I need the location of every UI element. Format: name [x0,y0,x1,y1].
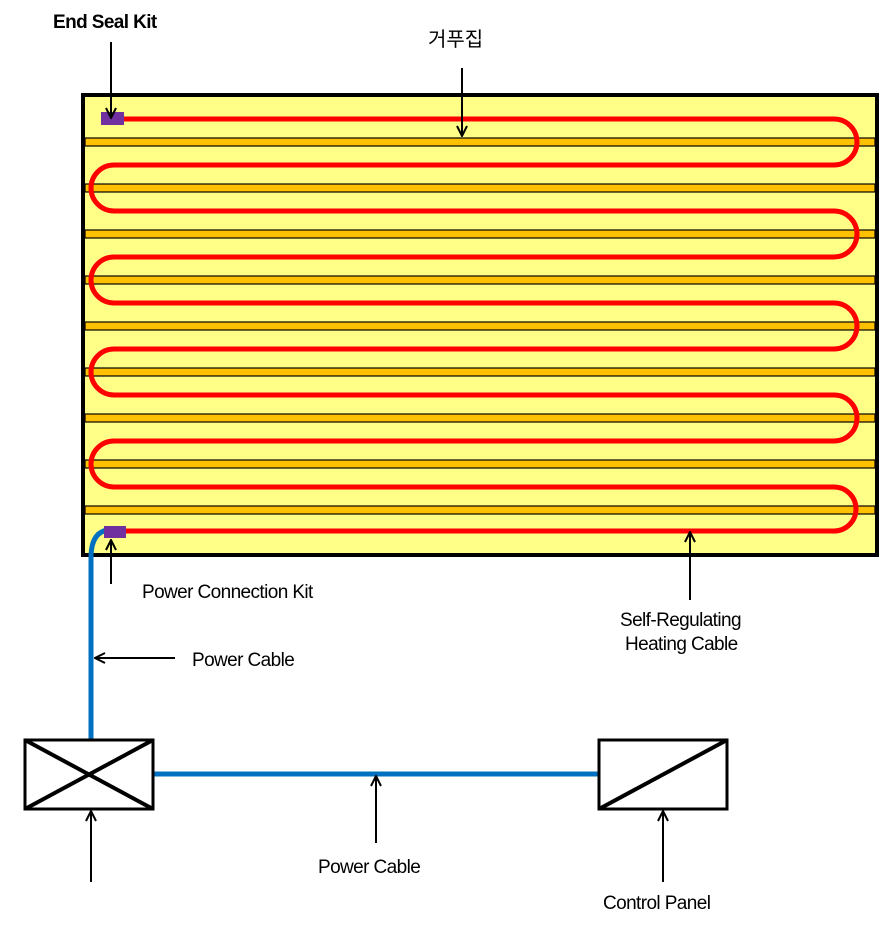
end-seal-kit [101,112,124,125]
heating-cable-label-line2: Heating Cable [625,634,738,655]
power-cable-vertical-label: Power Cable [192,650,294,671]
rebar-strip [84,505,876,515]
rebar-strip [84,413,876,423]
junction-box [23,738,155,811]
power-cable-horizontal-label: Power Cable [318,857,420,878]
rebar-strip [84,459,876,469]
end-seal-kit-label: End Seal Kit [53,12,158,33]
rebar-strip [84,183,876,193]
box-with-x-icon-stroke [24,738,154,811]
control-panel-label: Control Panel [603,893,710,914]
box-with-diagonal-icon [598,738,728,811]
power-connection-kit [104,526,126,538]
power-cable-vertical [88,527,109,740]
rebar-strip [84,229,876,239]
power-connection-kit-label: Power Connection Kit [142,582,314,603]
rebar-strip [84,321,876,331]
self-regulating-heating-cable [88,116,860,534]
heating-cable-label-line1: Self-Regulating [620,610,741,631]
rebar-strip [84,137,876,147]
rebar-strip [84,367,876,377]
rebar-strips [84,137,876,515]
control-panel-box [597,738,729,811]
floor-material-label: 거푸집 [428,27,483,51]
rebar-strip [84,275,876,285]
